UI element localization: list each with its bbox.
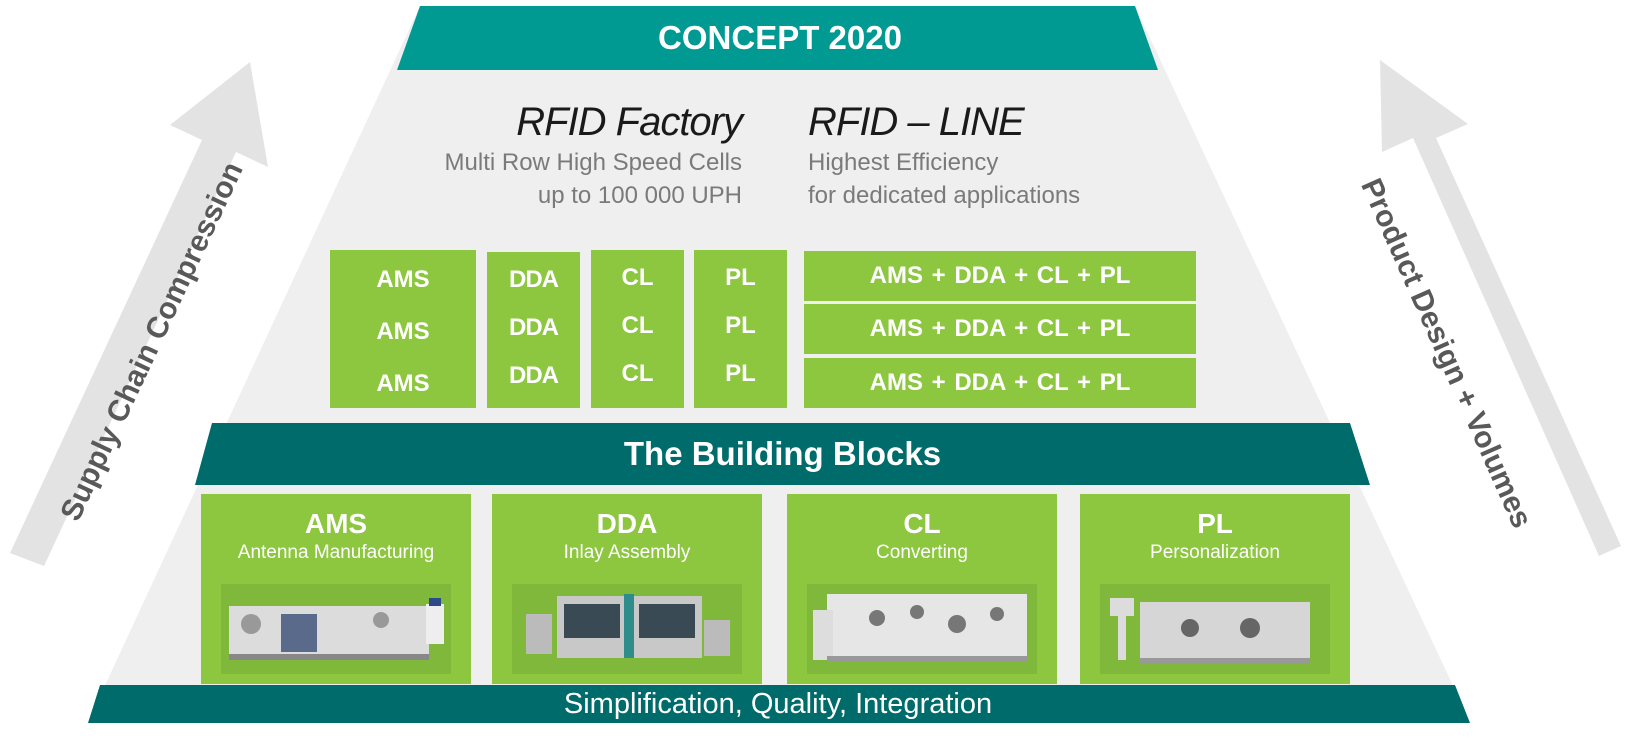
block-code: PL [1197,508,1233,539]
factory-cell: DDA [509,314,559,341]
factory-column-pl: PL PL PL [694,250,787,408]
building-blocks-banner [195,423,1370,485]
block-pl: PL Personalization [1080,494,1350,684]
ams-machine-image [221,584,451,674]
block-name: Antenna Manufacturing [237,542,435,563]
building-blocks-title: The Building Blocks [623,435,942,472]
block-code: CL [903,508,941,539]
rfid-line-row: AMS + DDA + CL + PL [804,251,1196,301]
factory-cell: CL [621,264,654,291]
rfid-line-line1: Highest Efficiency [808,149,999,176]
dda-machine-image [512,584,742,674]
factory-cell: AMS [376,266,430,293]
rfid-line-title: RFID – LINE [808,100,1025,144]
right-arrow-shape [1380,60,1621,556]
concept-banner [397,6,1158,70]
footer-text: Simplification, Quality, Integration [563,687,993,720]
block-dda: DDA Inlay Assembly [492,494,762,684]
factory-cell: PL [725,312,756,339]
block-name: Converting [876,542,968,563]
block-code: AMS [304,508,368,539]
rfid-factory-line1: Multi Row High Speed Cells [444,149,742,176]
footer-banner [88,685,1470,723]
factory-cell: AMS [376,370,430,397]
factory-column-ams: AMS AMS AMS [330,250,476,408]
left-arrow-shape [10,62,268,566]
concept-title: CONCEPT 2020 [658,19,902,56]
factory-cell: DDA [509,266,559,293]
block-cl: CL Converting [787,494,1057,684]
factory-cell: DDA [509,362,559,389]
rfid-factory-title: RFID Factory [516,100,743,144]
factory-column-dda: DDA DDA DDA [487,252,580,408]
block-name: Personalization [1150,542,1280,563]
factory-column-cl: CL CL CL [591,250,684,408]
block-name: Inlay Assembly [563,542,691,563]
rfid-line-row: AMS + DDA + CL + PL [804,358,1196,408]
block-code: DDA [596,508,658,539]
rfid-line-line2: for dedicated applications [808,182,1081,209]
block-ams: AMS Antenna Manufacturing [201,494,471,684]
rfid-line-row: AMS + DDA + CL + PL [804,304,1196,354]
cl-machine-image [807,584,1037,674]
rfid-factory-line2: up to 100 000 UPH [537,182,742,209]
factory-cell: CL [621,360,654,387]
factory-cell: PL [725,360,756,387]
factory-cell: CL [621,312,654,339]
factory-cell: PL [725,264,756,291]
pl-machine-image [1100,584,1330,674]
factory-cell: AMS [376,318,430,345]
